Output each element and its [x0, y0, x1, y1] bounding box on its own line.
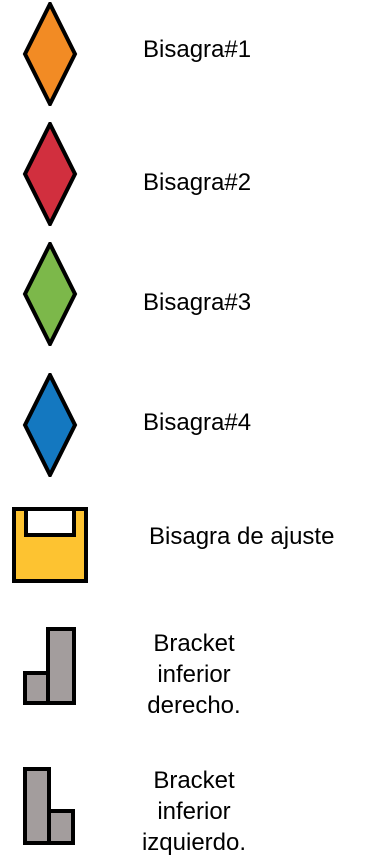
- adjustment-hinge-icon: [12, 507, 88, 583]
- label-line: Bracket: [153, 767, 235, 794]
- bracket-short-foot: [47, 809, 75, 845]
- diamond-icon-orange: [22, 2, 78, 106]
- bracket-short-foot: [23, 671, 50, 705]
- diamond-icon-blue: [22, 373, 78, 477]
- diamond-shape: [22, 2, 78, 106]
- diamond-shape: [22, 373, 78, 477]
- diamond-icon-green: [22, 242, 78, 346]
- legend-label-bisagra-de-ajuste: Bisagra de ajuste: [149, 523, 335, 550]
- legend-label-bracket-izquierdo: Bracket inferior izquierdo.: [124, 765, 264, 858]
- diamond-shape: [22, 242, 78, 346]
- legend-label-bisagra-4: Bisagra#4: [143, 409, 252, 436]
- label-line: derecho.: [147, 692, 241, 719]
- label-line: izquierdo.: [141, 829, 247, 856]
- label-line: Bracket: [153, 630, 235, 657]
- diamond-shape: [22, 122, 78, 226]
- legend-label-bisagra-2: Bisagra#2: [143, 169, 252, 196]
- bracket-tall-bar: [23, 767, 51, 845]
- hinge-slot: [24, 507, 76, 537]
- bracket-right-icon: [23, 627, 76, 705]
- legend-label-bracket-derecho: Bracket inferior derecho.: [124, 628, 264, 721]
- label-line: inferior: [157, 798, 231, 825]
- diamond-icon-red: [22, 122, 78, 226]
- bracket-tall-bar: [46, 627, 76, 705]
- label-line: inferior: [157, 661, 231, 688]
- legend-label-bisagra-3: Bisagra#3: [143, 289, 252, 316]
- bracket-left-icon: [23, 767, 75, 845]
- legend-label-bisagra-1: Bisagra#1: [143, 36, 252, 63]
